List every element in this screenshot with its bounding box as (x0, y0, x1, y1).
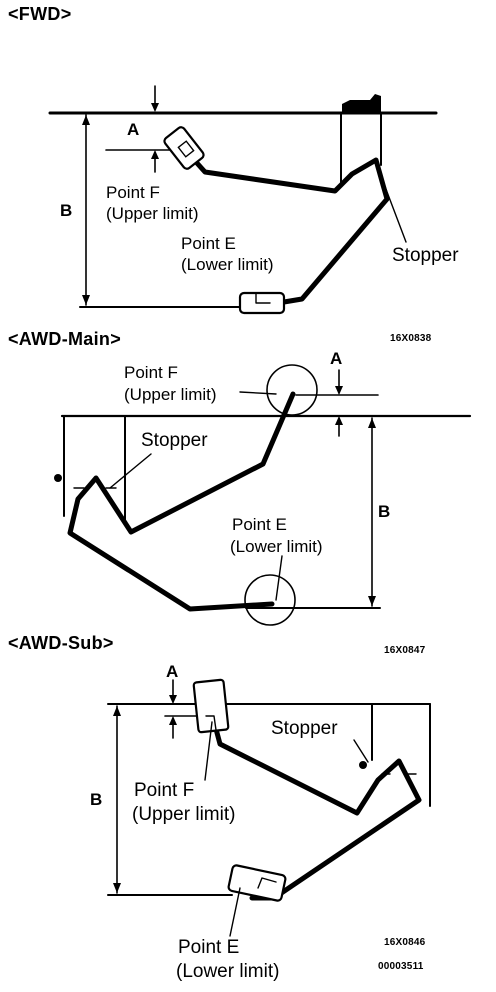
fwd-point-e-label: Point E (181, 234, 236, 253)
awd-main-stopper-leader (109, 453, 152, 489)
awd-sub-point-f-sublabel: (Upper limit) (132, 804, 236, 825)
fwd-point-e-sublabel: (Lower limit) (181, 255, 274, 274)
awd-sub-float-arm-inner (211, 713, 420, 899)
awd-main-point-f-circle (266, 364, 318, 416)
awd-main-point-e-sublabel: (Lower limit) (230, 537, 323, 556)
awd-sub-point-e-label: Point E (178, 937, 240, 958)
awd-sub-float-upper-clip (205, 715, 217, 731)
awd-main-figure-code: 16X0838 (390, 333, 432, 344)
fwd-heading: <FWD> (8, 4, 72, 24)
fwd-float-upper (163, 126, 205, 170)
awd-main-stopper-label: Stopper (141, 430, 208, 451)
awd-main-point-e-circle (244, 574, 296, 626)
awd-sub-point-e-sublabel: (Lower limit) (176, 961, 280, 982)
awd-sub-stopper-knob (359, 761, 367, 769)
awd-main-point-f-leader (239, 391, 277, 395)
awd-main-point-e-leader (275, 555, 283, 601)
awd-main-figure (54, 364, 472, 626)
awd-main-point-f-label: Point F (124, 363, 178, 382)
awd-main-heading: <AWD-Main> (8, 329, 122, 349)
awd-sub-stopper-label: Stopper (271, 718, 338, 739)
fwd-stopper-leader (380, 175, 407, 243)
fwd-dimension-a-arrow-upper (151, 103, 159, 112)
awd-main-point-e-label: Point E (232, 515, 287, 534)
awd-sub-figure-code: 16X0847 (384, 645, 426, 656)
document-number: 00003511 (378, 961, 424, 972)
awd-sub-point-f-label: Point F (134, 780, 195, 801)
fwd-float-lower-clip (255, 292, 271, 304)
awd-sub-dimension-b-arrow-bottom (113, 883, 121, 893)
awd-sub-float-lower-clip (257, 877, 277, 889)
awd-main-dimension-a-label: A (330, 349, 343, 368)
awd-main-dimension-a-arrow-upper (335, 386, 343, 395)
fwd-dimension-b-arrow-bottom (82, 295, 90, 305)
awd-main-point-f-sublabel: (Upper limit) (124, 385, 217, 404)
awd-main-dimension-b-arrow-bottom (368, 596, 376, 606)
awd-sub-dimension-a-label: A (166, 662, 179, 681)
fwd-float-upper-clip (177, 140, 195, 158)
awd-main-dimension-b-arrow-top (368, 418, 376, 428)
awd-sub-point-f-leader (204, 721, 213, 781)
awd-sub-float-upper (192, 678, 230, 734)
awd-sub-dimension-b-label: B (90, 790, 103, 809)
awd-main-stopper-knob (54, 474, 62, 482)
awd-sub-dimension-a-arrow-upper (169, 695, 177, 704)
awd-main-dimension-a-arrow-lower (335, 416, 343, 425)
awd-sub-dimension-a-arrow-lower (169, 716, 177, 725)
fwd-figure (48, 85, 438, 315)
fwd-float-arm-inner (187, 152, 388, 305)
fwd-dimension-a-arrow-lower (151, 150, 159, 159)
fwd-point-f-label: Point F (106, 183, 160, 202)
awd-sub-figure (107, 678, 431, 937)
fwd-stopper-label: Stopper (392, 245, 459, 266)
fwd-tank-bracket (342, 94, 381, 113)
fwd-dimension-a-label: A (127, 120, 140, 139)
awd-main-float-arm-inner (69, 393, 294, 610)
fwd-dimension-b-arrow-top (82, 115, 90, 125)
fwd-point-f-sublabel: (Upper limit) (106, 204, 199, 223)
awd-sub-point-e-leader (229, 887, 241, 937)
awd-sub-stopper-leader (353, 739, 369, 763)
awd-main-dimension-b-label: B (378, 502, 391, 521)
awd-sub-figure-code-bottom: 16X0846 (384, 937, 426, 948)
fwd-float-arm-upper (185, 150, 390, 307)
fwd-dimension-b-label: B (60, 201, 73, 220)
awd-sub-dimension-b-arrow-top (113, 706, 121, 716)
awd-sub-float-lower (227, 864, 287, 902)
awd-sub-heading: <AWD-Sub> (8, 633, 114, 653)
